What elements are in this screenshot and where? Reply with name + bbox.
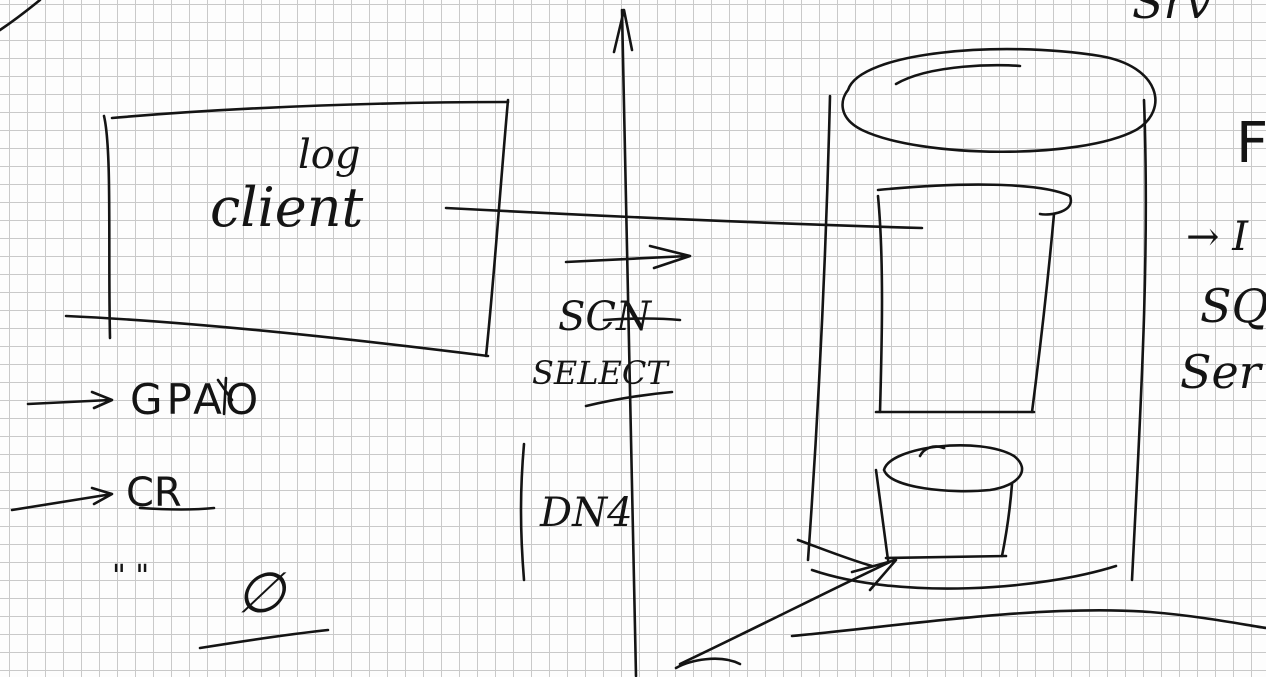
scn-underline — [602, 317, 682, 322]
ground-wave — [790, 608, 1266, 638]
inner-table-box — [874, 183, 1073, 414]
right-note-srv: Srv — [1132, 0, 1212, 29]
corner-arc — [0, 0, 42, 32]
vertical-arrowhead — [612, 8, 634, 54]
dn4-label: DN4 — [539, 490, 633, 536]
select-label: SELECT — [532, 354, 670, 392]
dn4-bar — [519, 442, 526, 582]
inner-db-cylinder — [874, 444, 1024, 562]
incoming-arrow — [678, 558, 898, 666]
right-note-arrow-i: → I — [1186, 214, 1249, 260]
scn-label: SCN — [558, 294, 653, 340]
client-label-client: client — [210, 176, 364, 239]
arrow-1 — [26, 390, 114, 410]
left-item-empty-set: ∅ — [236, 561, 287, 626]
arrow-2 — [10, 486, 114, 512]
select-underline — [584, 390, 674, 408]
right-note-f: F — [1236, 111, 1266, 176]
connection-line — [444, 206, 924, 230]
server-cylinder — [796, 47, 1157, 590]
left-item-gpao: GPAO — [130, 375, 262, 424]
empty-set-underline — [198, 628, 330, 650]
vertical-arrow — [620, 8, 638, 677]
gpao-strike — [216, 376, 234, 416]
client-box — [64, 98, 510, 358]
left-item-ditto: " " — [112, 559, 149, 594]
request-arrow — [564, 244, 692, 270]
right-note-ser: Ser — [1180, 345, 1264, 399]
right-note-sq: SQ — [1200, 279, 1266, 333]
incoming-arrow-tail — [674, 657, 742, 670]
client-label-log: log — [298, 132, 360, 178]
cr-underline — [138, 506, 216, 511]
